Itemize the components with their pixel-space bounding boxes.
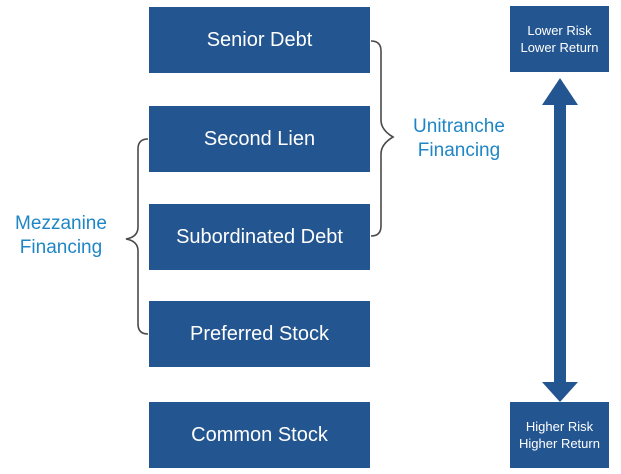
- second-lien-box: Second Lien: [149, 106, 370, 172]
- senior-debt-label: Senior Debt: [206, 28, 313, 51]
- preferred-stock-label: Preferred Stock: [190, 322, 329, 345]
- mezzanine-financing-label: Mezzanine Financing: [0, 212, 122, 260]
- unitranche-financing-label: Unitranche Financing: [397, 115, 521, 163]
- preferred-stock-box: Preferred Stock: [149, 301, 370, 367]
- subordinated-debt-label: Subordinated Debt: [176, 225, 343, 248]
- mezzanine-line2: Financing: [19, 237, 103, 258]
- higher-risk-box: Higher Risk Higher Return: [510, 402, 609, 468]
- higher-risk-line2: Higher Return: [519, 436, 600, 451]
- subordinated-debt-box: Subordinated Debt: [149, 204, 370, 270]
- common-stock-label: Common Stock: [191, 423, 328, 446]
- lower-risk-box: Lower Risk Lower Return: [510, 6, 609, 72]
- higher-risk-line1: Higher Risk: [525, 419, 594, 434]
- unitranche-bracket: [370, 40, 395, 237]
- mezzanine-line1: Mezzanine: [15, 213, 107, 234]
- risk-return-arrow: [542, 78, 578, 402]
- second-lien-label: Second Lien: [203, 127, 316, 150]
- unitranche-line2: Financing: [417, 140, 501, 161]
- lower-risk-line1: Lower Risk: [527, 23, 592, 38]
- unitranche-line1: Unitranche: [413, 116, 505, 137]
- lower-risk-line2: Lower Return: [520, 40, 599, 55]
- mezzanine-bracket: [125, 138, 149, 335]
- senior-debt-box: Senior Debt: [149, 7, 370, 73]
- common-stock-box: Common Stock: [149, 402, 370, 468]
